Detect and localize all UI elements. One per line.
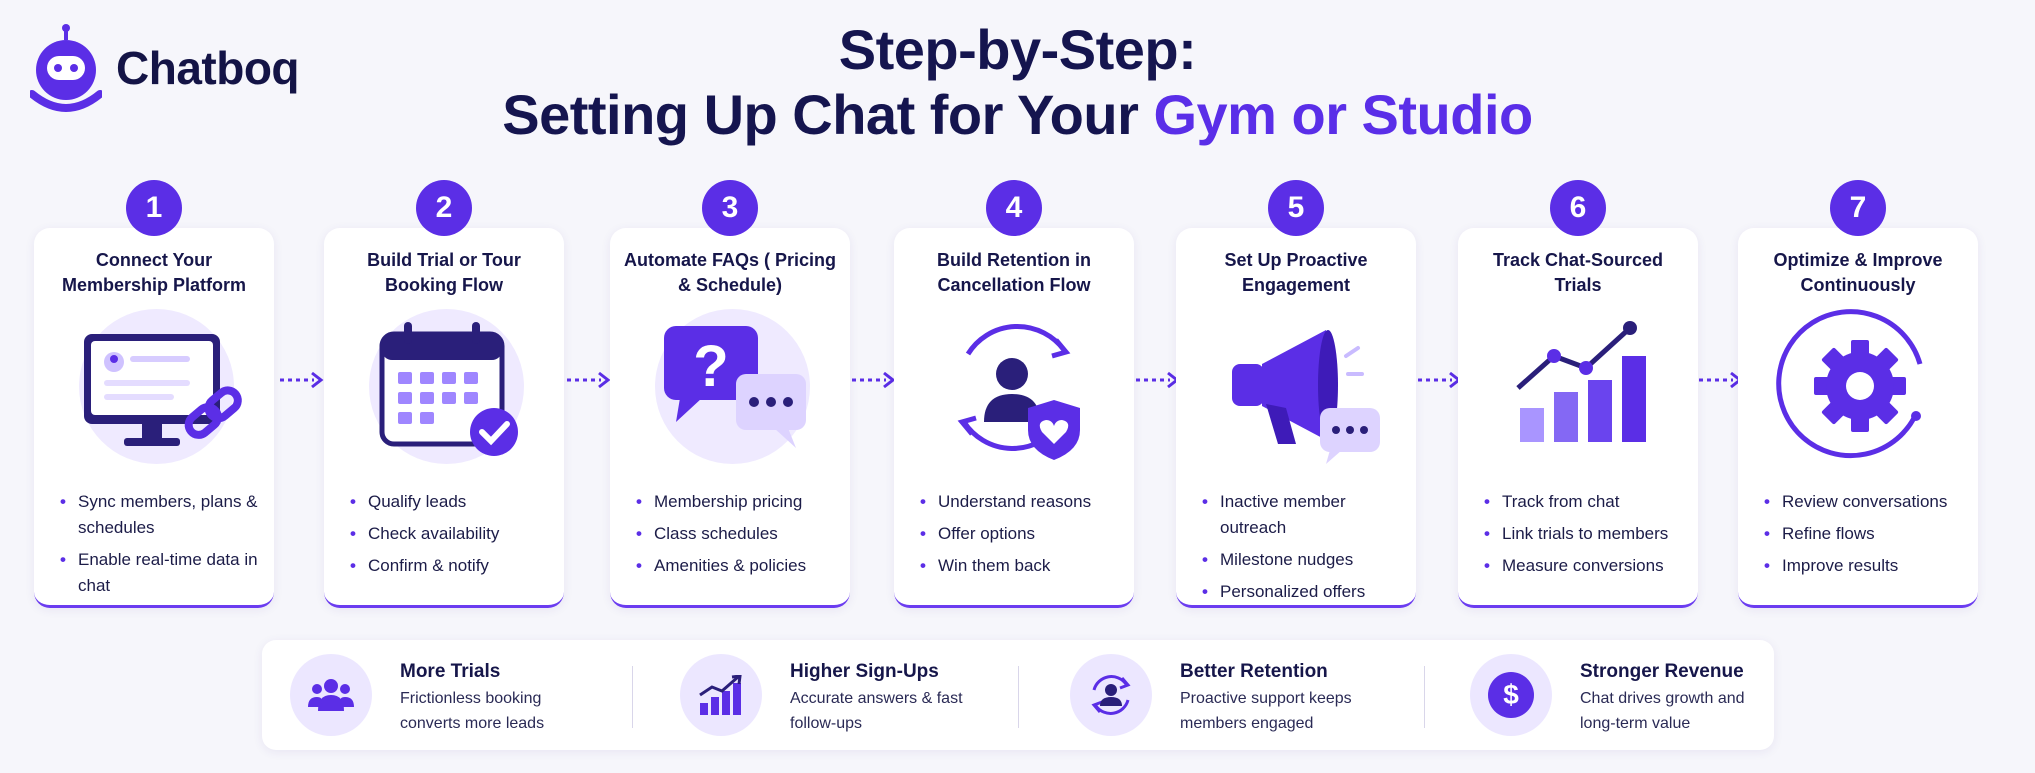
step-card-body: Automate FAQs ( Pricing & Schedule) ? Me… xyxy=(610,228,850,608)
step-number: 6 xyxy=(1550,180,1606,236)
step-number: 4 xyxy=(986,180,1042,236)
benefit-title: More Trials xyxy=(400,661,501,682)
step-card-2: 2 Build Trial or Tour Booking Flow xyxy=(324,180,564,610)
benefit-title: Higher Sign-Ups xyxy=(790,661,939,682)
list-item: Amenities & policies xyxy=(634,553,840,579)
list-item: Qualify leads xyxy=(348,489,554,515)
benefit-higher-signups: Higher Sign-Ups Accurate answers & fast … xyxy=(680,654,990,738)
arrow-right-icon xyxy=(852,371,896,389)
dollar-icon: $ xyxy=(1470,654,1552,736)
step-bullets: Review conversations Refine flows Improv… xyxy=(1762,489,1968,585)
step-title: Track Chat-Sourced Trials xyxy=(1492,250,1664,295)
step-title: Build Trial or Tour Booking Flow xyxy=(367,250,521,295)
list-item: Review conversations xyxy=(1762,489,1968,515)
step-title: Automate FAQs ( Pricing & Schedule) xyxy=(623,250,837,295)
step-number: 3 xyxy=(702,180,758,236)
svg-text:?: ? xyxy=(693,334,728,399)
list-item: Enable real-time data in chat xyxy=(58,547,264,599)
page-title: Step-by-Step: Setting Up Chat for Your G… xyxy=(0,18,2035,148)
step-card-body: Set Up Proactive Engagement Inactive mem… xyxy=(1176,228,1416,608)
step-card-body: Track Chat-Sourced Trials Track from cha… xyxy=(1458,228,1698,608)
step-title: Connect Your Membership Platform xyxy=(61,250,247,295)
step-card-body: Build Retention in Cancellation Flow Und… xyxy=(894,228,1134,608)
arrow-right-icon xyxy=(1136,371,1180,389)
robot-chat-icon xyxy=(28,22,104,114)
step-card-body: Optimize & Improve Continuously xyxy=(1738,228,1978,608)
list-item: Improve results xyxy=(1762,553,1968,579)
question-chat-icon: ? xyxy=(640,304,820,474)
benefits-bar: More Trials Frictionless booking convert… xyxy=(262,640,1774,750)
benefit-more-trials: More Trials Frictionless booking convert… xyxy=(290,654,600,738)
step-title: Build Retention in Cancellation Flow xyxy=(937,250,1091,295)
list-item: Class schedules xyxy=(634,521,840,547)
benefit-desc: Accurate answers & fast follow-ups xyxy=(790,690,963,732)
list-item: Personalized offers xyxy=(1200,579,1406,605)
benefit-title: Better Retention xyxy=(1180,661,1328,682)
svg-text:$: $ xyxy=(1503,679,1519,710)
benefit-desc: Chat drives growth and long-term value xyxy=(1580,690,1745,732)
step-number: 5 xyxy=(1268,180,1324,236)
title-line-1: Step-by-Step: xyxy=(838,18,1197,81)
step-number: 1 xyxy=(126,180,182,236)
user-retention-shield-icon xyxy=(924,304,1104,474)
step-title: Optimize & Improve Continuously xyxy=(1773,250,1943,295)
step-card-body: Connect Your Membership Platform xyxy=(34,228,274,608)
gear-cycle-icon xyxy=(1768,304,1948,474)
step-bullets: Sync members, plans & schedules Enable r… xyxy=(58,489,264,605)
list-item: Measure conversions xyxy=(1482,553,1688,579)
steps-row: 1 Connect Your Membership Platform xyxy=(0,180,2035,620)
calendar-check-icon xyxy=(354,304,534,474)
step-bullets: Qualify leads Check availability Confirm… xyxy=(348,489,554,585)
benefit-better-retention: Better Retention Proactive support keeps… xyxy=(1070,654,1380,738)
step-number: 2 xyxy=(416,180,472,236)
title-line-2-accent: Gym or Studio xyxy=(1153,83,1533,146)
list-item: Check availability xyxy=(348,521,554,547)
list-item: Milestone nudges xyxy=(1200,547,1406,573)
list-item: Membership pricing xyxy=(634,489,840,515)
benefit-title: Stronger Revenue xyxy=(1580,661,1744,682)
step-card-1: 1 Connect Your Membership Platform xyxy=(34,180,274,610)
list-item: Win them back xyxy=(918,553,1124,579)
arrow-right-icon xyxy=(567,371,611,389)
step-card-6: 6 Track Chat-Sourced Trials Track from c… xyxy=(1458,180,1698,610)
benefit-desc: Proactive support keeps members engaged xyxy=(1180,690,1352,732)
brand-name: Chatboq xyxy=(116,42,300,94)
step-card-5: 5 Set Up Proactive Engagement Inactive m… xyxy=(1176,180,1416,610)
list-item: Offer options xyxy=(918,521,1124,547)
arrow-right-icon xyxy=(1699,371,1743,389)
growth-chart-icon xyxy=(1488,304,1668,474)
users-icon xyxy=(290,654,372,736)
step-bullets: Track from chat Link trials to members M… xyxy=(1482,489,1688,585)
step-card-body: Build Trial or Tour Booking Flow xyxy=(324,228,564,608)
step-bullets: Membership pricing Class schedules Ameni… xyxy=(634,489,840,585)
list-item: Refine flows xyxy=(1762,521,1968,547)
list-item: Sync members, plans & schedules xyxy=(58,489,264,541)
step-bullets: Inactive member outreach Milestone nudge… xyxy=(1200,489,1406,611)
arrow-right-icon xyxy=(1418,371,1462,389)
step-card-7: 7 Optimize & Improve Continuously xyxy=(1738,180,1978,610)
benefit-stronger-revenue: $ Stronger Revenue Chat drives growth an… xyxy=(1470,654,1780,738)
divider xyxy=(1424,666,1425,728)
list-item: Track from chat xyxy=(1482,489,1688,515)
user-cycle-icon xyxy=(1070,654,1152,736)
list-item: Understand reasons xyxy=(918,489,1124,515)
step-number: 7 xyxy=(1830,180,1886,236)
brand-logo: Chatboq xyxy=(28,22,300,114)
list-item: Link trials to members xyxy=(1482,521,1688,547)
monitor-link-icon xyxy=(64,304,244,474)
bar-growth-icon xyxy=(680,654,762,736)
divider xyxy=(632,666,633,728)
title-line-2: Setting Up Chat for Your Gym or Studio xyxy=(0,82,2035,148)
title-line-2-main: Setting Up Chat for Your xyxy=(502,83,1154,146)
list-item: Inactive member outreach xyxy=(1200,489,1406,541)
megaphone-icon xyxy=(1206,304,1386,474)
step-bullets: Understand reasons Offer options Win the… xyxy=(918,489,1124,585)
list-item: Confirm & notify xyxy=(348,553,554,579)
step-card-4: 4 Build Retention in Cancellation Flow U… xyxy=(894,180,1134,610)
arrow-right-icon xyxy=(280,371,324,389)
benefit-desc: Frictionless booking converts more leads xyxy=(400,690,545,732)
divider xyxy=(1018,666,1019,728)
step-card-3: 3 Automate FAQs ( Pricing & Schedule) ? … xyxy=(610,180,850,610)
step-title: Set Up Proactive Engagement xyxy=(1224,250,1368,295)
